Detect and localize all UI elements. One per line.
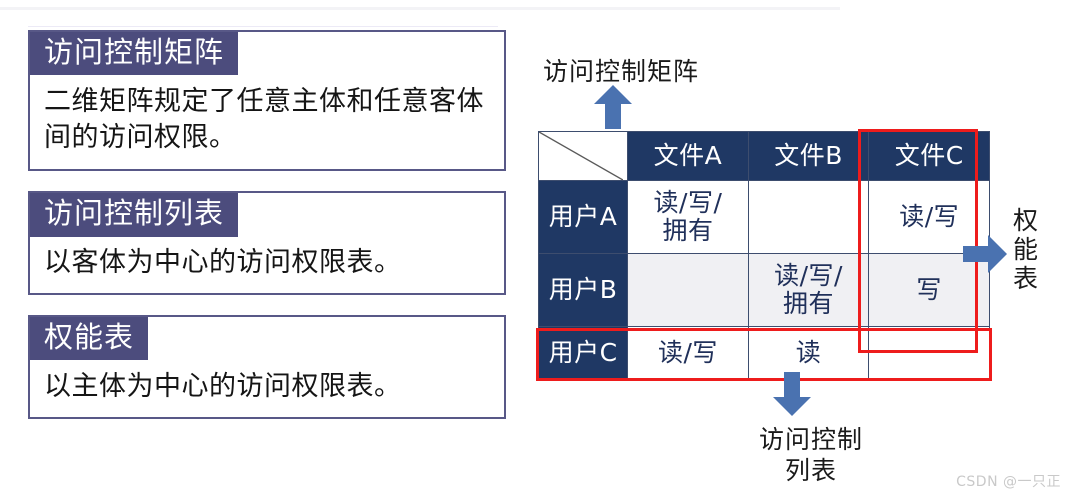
- definition-card-access-control-matrix: 访问控制矩阵 二维矩阵规定了任意主体和任意客体间的访问权限。: [28, 30, 506, 172]
- definitions-panel: 访问控制矩阵 二维矩阵规定了任意主体和任意客体间的访问权限。 访问控制列表 以客…: [28, 30, 506, 439]
- table-row: 用户B 读/写/ 拥有 写: [537, 253, 990, 327]
- cell-line: 读/写/: [653, 187, 723, 217]
- card-title-access-control-list: 访问控制列表: [30, 193, 239, 237]
- watermark: CSDN @一只正: [956, 474, 1061, 490]
- card-header-row: 访问控制矩阵: [30, 32, 504, 80]
- diagram-label-capability-list-text: 权能表: [1012, 206, 1039, 293]
- cell-user-c-file-c: [868, 326, 990, 380]
- cell-user-b-file-a: [627, 253, 749, 327]
- cell-user-a-file-b: [747, 180, 870, 254]
- row-header-user-c: 用户C: [537, 326, 629, 380]
- diagram-label-acl-line2: 列表: [784, 455, 837, 485]
- diagram-label-access-control-list: 访问控制 列表: [731, 425, 891, 486]
- table-header-row: 文件A 文件B 文件C: [537, 131, 990, 181]
- cell-user-b-file-c: 写: [868, 253, 990, 327]
- access-control-matrix-diagram: 访问控制矩阵 文件A 文件B 文件C 用户A 读/写/ 拥有: [520, 28, 1073, 498]
- access-control-matrix-table: 文件A 文件B 文件C 用户A 读/写/ 拥有 读/写 用户B 读/写/ 拥有: [537, 131, 990, 380]
- card-title-access-control-matrix: 访问控制矩阵: [30, 32, 239, 76]
- diagram-label-matrix: 访问控制矩阵: [543, 57, 700, 86]
- row-header-user-b: 用户B: [537, 253, 629, 327]
- card-header-row: 权能表: [30, 316, 504, 365]
- card-body-access-control-list: 以客体为中心的访问权限表。: [44, 247, 402, 279]
- diagram-label-capability-list: 权能表: [1011, 206, 1041, 293]
- row-header-user-a: 用户A: [537, 180, 629, 254]
- cell-user-a-file-a: 读/写/ 拥有: [627, 180, 749, 254]
- diagonal-split-icon: [537, 131, 629, 181]
- column-header-file-a: 文件A: [627, 131, 749, 181]
- top-divider-line: [0, 7, 840, 10]
- cell-line: 拥有: [662, 216, 714, 245]
- secondary-divider-line: [28, 26, 498, 27]
- card-header-row: 访问控制列表: [30, 193, 504, 241]
- card-body-access-control-matrix: 二维矩阵规定了任意主体和任意客体间的访问权限。: [44, 86, 484, 153]
- table-row: 用户A 读/写/ 拥有 读/写: [537, 180, 990, 254]
- cell-line: 拥有: [783, 289, 835, 318]
- column-header-file-c: 文件C: [868, 131, 990, 181]
- arrow-up-icon: [594, 85, 632, 133]
- definition-card-capability-list: 权能表 以主体为中心的访问权限表。: [28, 314, 506, 419]
- cell-user-b-file-b: 读/写/ 拥有: [747, 253, 870, 327]
- definition-card-access-control-list: 访问控制列表 以客体为中心的访问权限表。: [28, 191, 506, 295]
- arrow-down-icon: [773, 372, 811, 420]
- cell-user-a-file-c: 读/写: [868, 180, 990, 254]
- cell-user-c-file-a: 读/写: [627, 326, 749, 380]
- cell-line: 读/写/: [774, 260, 843, 290]
- diagram-label-acl-line1: 访问控制: [758, 425, 863, 454]
- card-body-capability-list: 以主体为中心的访问权限表。: [44, 370, 402, 402]
- arrow-right-icon: [963, 235, 1007, 277]
- column-header-file-b: 文件B: [747, 131, 870, 181]
- card-title-capability-list: 权能表: [30, 316, 149, 361]
- table-row: 用户C 读/写 读: [537, 326, 990, 380]
